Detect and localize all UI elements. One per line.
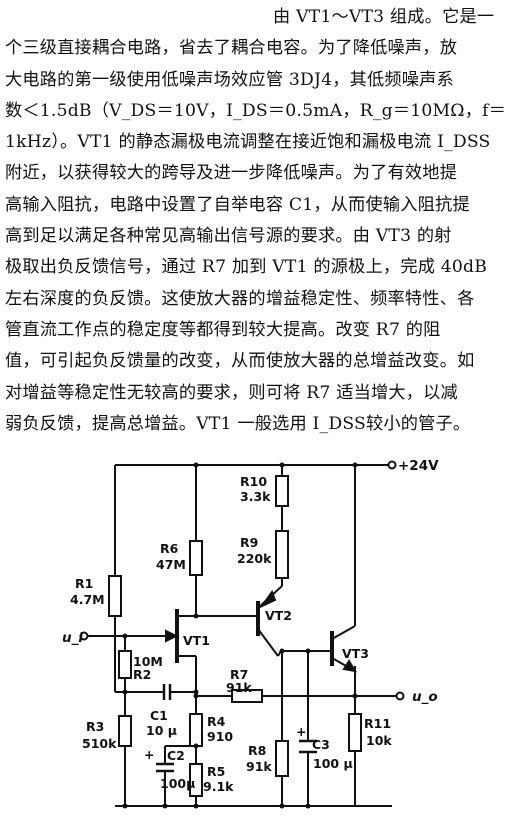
- text-line: 高输入阻抗，电路中设置了自举电容 C1，从而使输入阻抗提: [5, 194, 470, 215]
- r6-resistor: [189, 540, 203, 576]
- r1-name: R1: [75, 576, 93, 591]
- r5-name: R5: [207, 764, 225, 779]
- r10-name: R10: [240, 474, 267, 489]
- text-line: 数＜1.5dB（V_DS＝10V，I_DS＝0.5mA，R_g＝10MΩ，f＝: [5, 100, 507, 121]
- r7-resistor: [231, 689, 263, 703]
- r10-value: 3.3k: [240, 489, 271, 504]
- text-line: 高到足以满足各种常见高输出信号源的要求。由 VT3 的射: [5, 226, 452, 247]
- c2-name: C2: [167, 748, 185, 763]
- c2-polarity: +: [144, 747, 154, 762]
- text-line: 左右深度的负反馈。这使放大器的增益稳定性、频率特性、各: [5, 288, 475, 309]
- c1-value: 10 μ: [146, 723, 177, 738]
- supply-label: +24V: [398, 458, 439, 474]
- supply-terminal: [387, 460, 397, 470]
- r2-value: 10M: [133, 654, 163, 669]
- r3-value: 510k: [82, 736, 117, 751]
- r8-name: R8: [248, 743, 266, 758]
- vt3-transistor: [330, 625, 357, 673]
- r4-resistor: [189, 713, 203, 747]
- text-line: 对增益等稳定性无较高的要求，则可将 R7 适当增大，以减: [5, 382, 458, 403]
- output-label: u_o: [412, 689, 438, 705]
- vt1-label: VT1: [183, 633, 210, 648]
- junction-dots: [122, 462, 358, 809]
- text-line: 极取出负反馈信号，通过 R7 加到 VT1 的源极上，完成 40dB: [5, 257, 488, 278]
- r11-name: R11: [364, 716, 391, 731]
- r11-resistor: [348, 713, 362, 752]
- text-line: 由 VT1～VT3 组成。它是一: [273, 7, 495, 27]
- description-paragraph: 由 VT1～VT3 组成。它是一 个三级直接耦合电路，省去了耦合电容。为了降低噪…: [5, 2, 527, 440]
- r4-value: 910: [207, 729, 233, 744]
- amplifier-circuit-diagram: +24V u_i u_o R1 4.7M R6 47M R10 3.3k R9 …: [62, 458, 439, 809]
- r2-resistor: [118, 650, 132, 679]
- r9-value: 220k: [237, 551, 272, 566]
- text-line: 大电路的第一级使用低噪声场效应管 3DJ4，其低频噪声系: [5, 69, 454, 90]
- r5-value: 9.1k: [203, 779, 234, 794]
- vt2-label: VT2: [265, 608, 292, 623]
- r5-resistor: [189, 763, 203, 797]
- text-line: 值，可引起负反馈量的改变，从而使放大器的总增益改变。如: [5, 351, 475, 372]
- r4-name: R4: [207, 714, 226, 729]
- text-line: 个三级直接耦合电路，省去了耦合电容。为了降低噪声，放: [5, 38, 458, 59]
- input-label: u_i: [62, 630, 83, 646]
- c3-value: 100 μ: [313, 756, 353, 771]
- r9-resistor: [275, 530, 289, 579]
- terminals: [79, 460, 405, 701]
- r10-resistor: [275, 475, 289, 507]
- r6-value: 47M: [156, 557, 186, 572]
- capacitors: [156, 684, 317, 773]
- output-terminal: [395, 691, 405, 701]
- c2-value: 100μ: [160, 776, 195, 791]
- input-terminal: [79, 631, 89, 641]
- c3-name: C3: [312, 737, 330, 752]
- text-line: 附近，以获得较大的跨导及进一步降低噪声。为了有效地提: [5, 163, 458, 184]
- vt3-label: VT3: [342, 646, 369, 661]
- r8-value: 91k: [246, 759, 272, 774]
- r3-name: R3: [86, 719, 104, 734]
- c3-polarity: +: [296, 724, 306, 739]
- r1-value: 4.7M: [70, 592, 105, 607]
- text-line: 弱负反馈，提高总增益。VT1 一般选用 I_DSS较小的管子。: [5, 413, 471, 434]
- text-line: 管直流工作点的稳定度等都得到较大提高。改变 R7 的阻: [5, 319, 441, 340]
- resistors: [108, 475, 362, 797]
- r11-value: 10k: [366, 733, 392, 748]
- circuit-wires: [84, 464, 400, 807]
- vt1-transistor: [165, 609, 179, 663]
- vt2-transistor: [256, 585, 283, 657]
- r6-name: R6: [160, 541, 179, 556]
- r2-name: R2: [133, 667, 151, 682]
- r7-value: 91k: [226, 680, 252, 695]
- r3-resistor: [118, 715, 132, 747]
- r1-resistor: [108, 575, 122, 617]
- text-line: 1kHz）。VT1 的静态漏极电流调整在接近饱和漏极电流 I_DSS: [5, 132, 491, 153]
- r8-resistor: [275, 740, 289, 777]
- r9-name: R9: [240, 535, 258, 550]
- r7-name: R7: [230, 667, 248, 682]
- c1-name: C1: [150, 708, 168, 723]
